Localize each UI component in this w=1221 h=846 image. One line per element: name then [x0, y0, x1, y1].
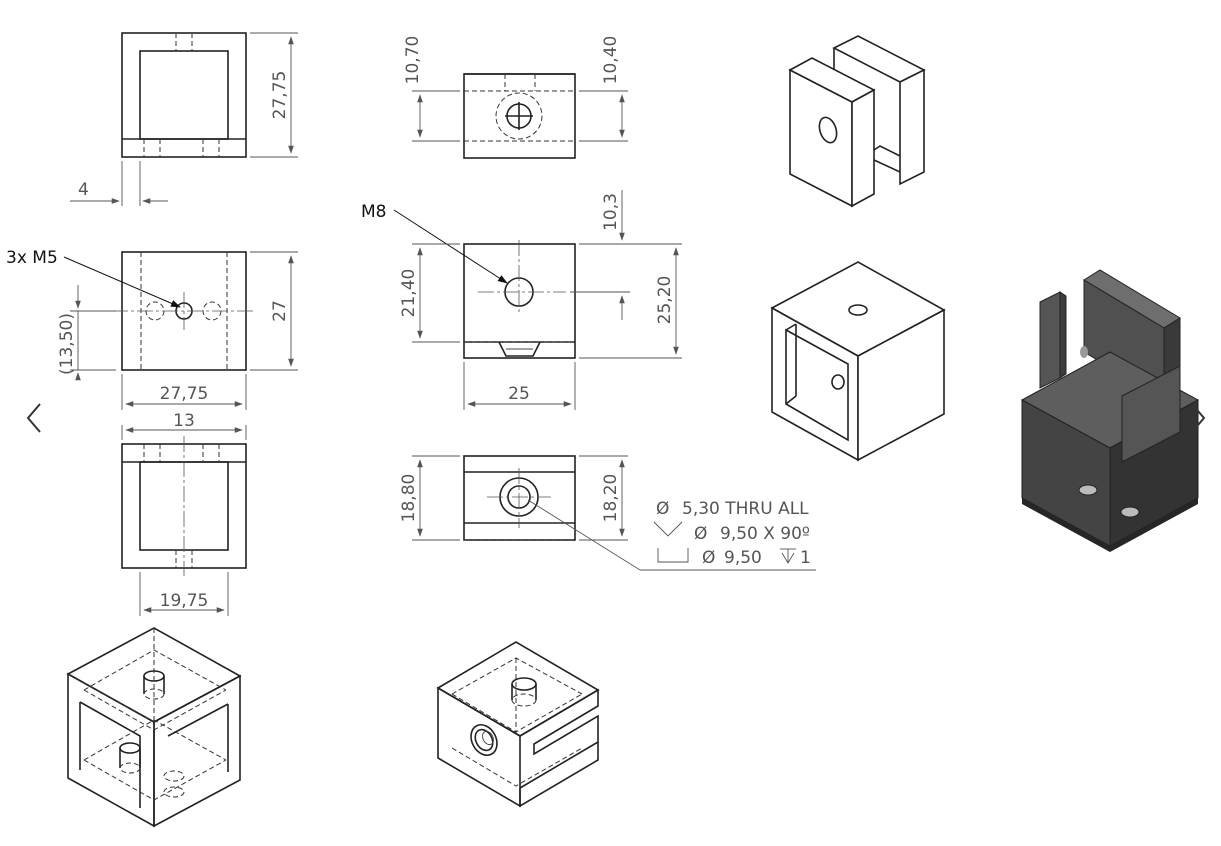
- callout-3x-m5: 3x M5: [6, 248, 58, 268]
- view-bottom-middle: 18,80 18,20 Ø 5,30 THRU ALL Ø 9,50 X 90º…: [399, 455, 816, 571]
- dim-19-75: 19,75: [160, 591, 209, 611]
- dim-25: 25: [508, 384, 530, 404]
- dim-21-40: 21,40: [399, 269, 419, 318]
- hole-callout-line-3: 9,50: [724, 548, 762, 568]
- iso-hidden-u-clip: [436, 641, 600, 808]
- next-arrow[interactable]: [1180, 398, 1214, 438]
- callout-m8: M8: [361, 202, 386, 222]
- previous-arrow[interactable]: [18, 398, 52, 438]
- dim-27-75-vertical: 27,75: [270, 71, 290, 120]
- dim-10-70: 10,70: [403, 36, 423, 85]
- dim-18-80: 18,80: [399, 474, 419, 523]
- view-top-left: 27,75 4: [70, 32, 298, 206]
- iso-hidden-cube: [66, 627, 242, 828]
- dim-13: 13: [173, 411, 195, 431]
- dim-10-3: 10,3: [601, 193, 621, 231]
- view-top-middle: 10,70 10,40: [403, 36, 628, 159]
- dim-27-75-horizontal: 27,75: [160, 384, 209, 404]
- diameter-symbol-2: Ø: [694, 524, 707, 544]
- dim-13-50: (13,50): [57, 313, 77, 375]
- dim-10-40: 10,40: [601, 36, 621, 85]
- depth-icon: [780, 548, 796, 564]
- diameter-symbol-3: Ø: [702, 548, 715, 568]
- diameter-symbol-1: Ø: [656, 499, 669, 519]
- chevron-left-icon: [26, 403, 41, 433]
- dim-25-20: 25,20: [655, 276, 675, 325]
- hole-callout-line-2: 9,50 X 90º: [720, 524, 810, 544]
- countersink-icon: [653, 521, 683, 537]
- chevron-right-icon: [1191, 403, 1206, 433]
- dim-18-20: 18,20: [601, 474, 621, 523]
- iso-square-tube: [770, 261, 946, 462]
- dim-4: 4: [78, 180, 89, 200]
- hole-callout-line-1: 5,30 THRU ALL: [682, 499, 809, 519]
- iso-u-bracket: [788, 35, 926, 208]
- hole-callout-depth: 1: [800, 548, 811, 568]
- dim-27: 27: [270, 300, 290, 322]
- view-bottom-left: 13 19,75: [121, 411, 247, 616]
- view-front-middle: M8 21,40 10,3 25,20 25: [361, 190, 682, 410]
- iso-rendered-assembly: [1020, 269, 1200, 552]
- view-front-left: 3x M5 27 (13,50) 27,75: [6, 248, 298, 410]
- counterbore-icon: [657, 548, 689, 563]
